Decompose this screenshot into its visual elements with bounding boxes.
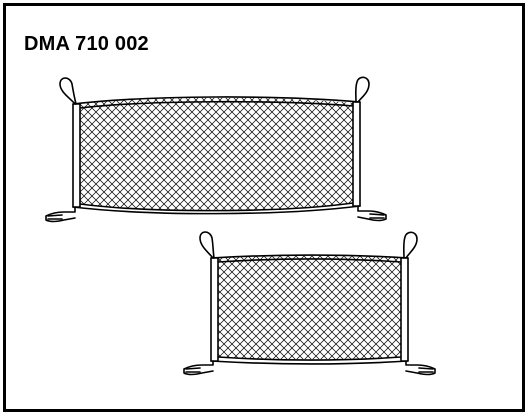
large-cargo-net-icon [45, 76, 387, 223]
small-cargo-net-icon [183, 231, 436, 376]
part-number-label: DMA 710 002 [24, 33, 149, 55]
